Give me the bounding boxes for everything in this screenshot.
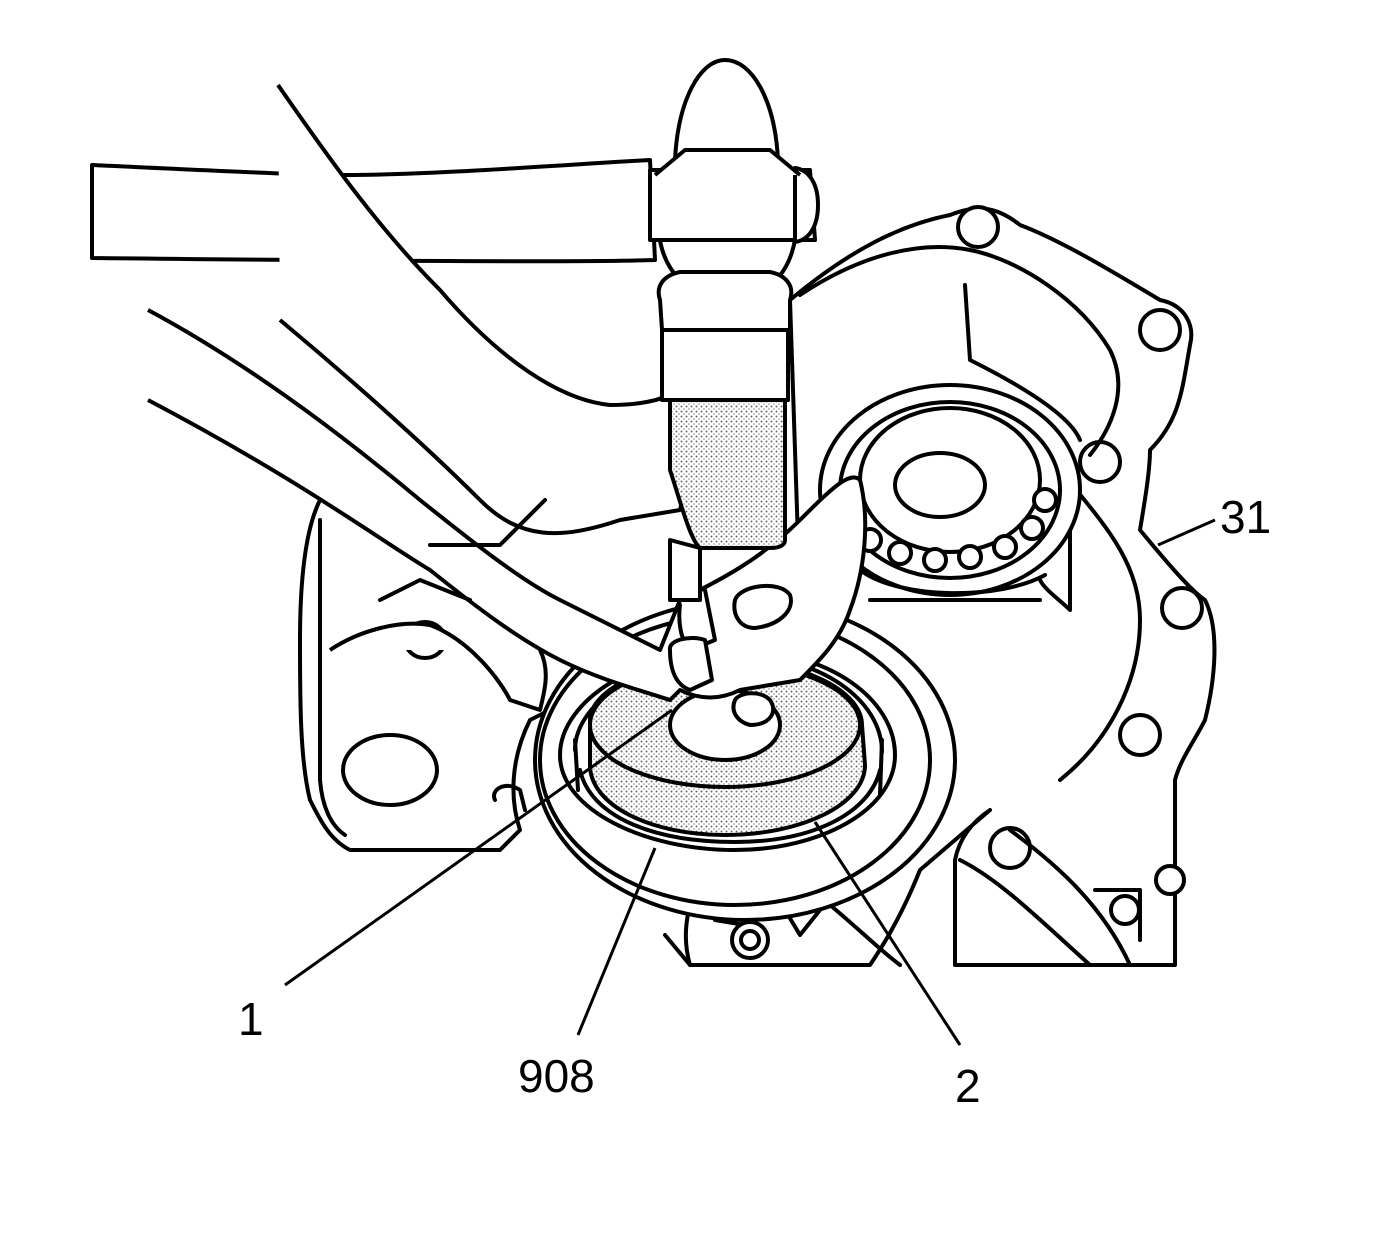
- callouts: 1 908 2 31: [238, 491, 1271, 1112]
- seal-and-installer: [533, 598, 957, 922]
- callout-2-leader: [813, 821, 962, 1046]
- technician-arms: [90, 83, 868, 727]
- callout-2-label: 2: [955, 1060, 981, 1112]
- hammer: [648, 58, 820, 602]
- bearing: [818, 383, 1082, 602]
- callout-1-label: 1: [238, 993, 264, 1045]
- callout-908-label: 908: [518, 1050, 595, 1102]
- callout-908-leader: [576, 847, 657, 1036]
- callout-1-leader: [284, 708, 673, 987]
- left-housing: [298, 468, 592, 853]
- callout-31-label: 31: [1220, 491, 1271, 543]
- callout-31-leader: [1157, 518, 1216, 547]
